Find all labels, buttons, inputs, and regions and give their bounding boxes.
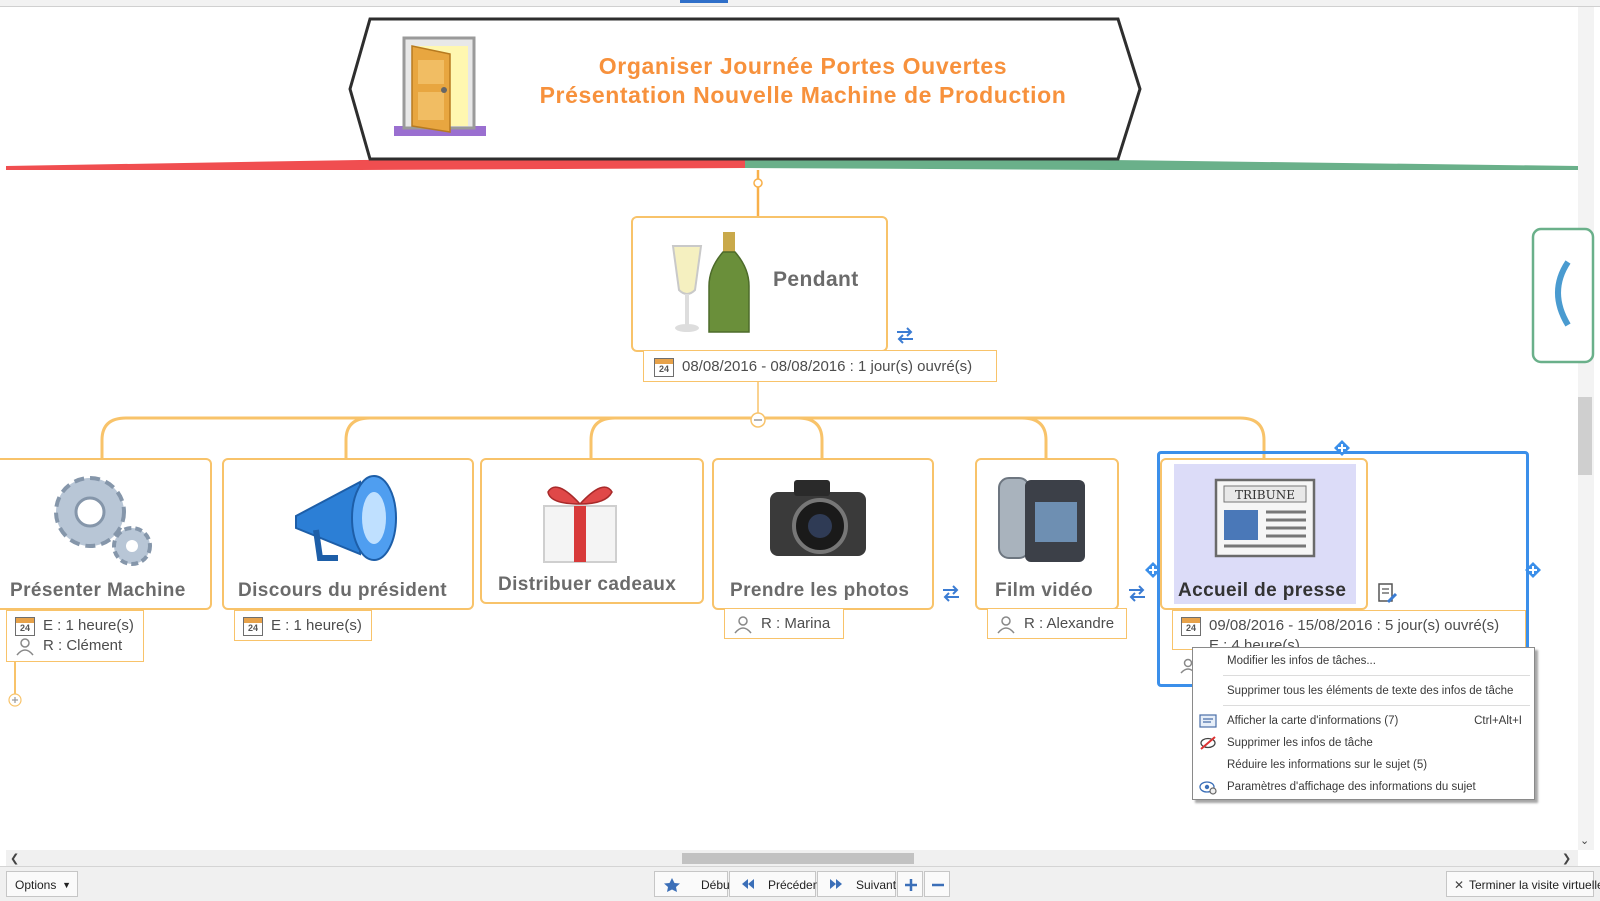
context-menu: Modifier les infos de tâches... Supprime…	[1192, 647, 1535, 800]
scroll-down-icon[interactable]: ⌄	[1580, 835, 1590, 847]
scroll-right-icon[interactable]: ❯	[1562, 853, 1572, 865]
task-resource: R : Clément	[43, 637, 123, 654]
window-top-edge	[0, 0, 1600, 7]
map-connectors	[6, 17, 1595, 707]
task-dates: 09/08/2016 - 15/08/2016 : 5 jour(s) ouvr…	[1209, 617, 1500, 634]
champagne-icon	[671, 232, 750, 333]
task-effort: E : 4 heure(s)	[1209, 637, 1300, 650]
door-icon	[390, 30, 490, 140]
minus-icon	[932, 883, 944, 887]
rewind-icon	[742, 879, 754, 889]
task-info-photos[interactable]: R : Marina	[724, 608, 844, 639]
person-icon	[734, 615, 752, 633]
add-topic-right-icon[interactable]	[1523, 560, 1543, 580]
task-effort: E : 1 heure(s)	[271, 617, 362, 634]
task-resource: R : Alexandre	[1024, 615, 1115, 632]
task-info-pendant[interactable]: 24 08/08/2016 - 08/08/2016 : 1 jour(s) o…	[643, 350, 997, 382]
vertical-scroll-thumb[interactable]	[1578, 397, 1592, 475]
title-line-1: Organiser Journée Portes Ouvertes	[598, 53, 1008, 79]
video-camera-icon	[998, 477, 1085, 562]
topic-label: Discours du président	[238, 580, 447, 601]
menu-item-modifier-infos[interactable]: Modifier les infos de tâches...	[1227, 655, 1376, 667]
options-dropdown[interactable]: Options ▼	[6, 871, 78, 897]
topic-distribuer-cadeaux[interactable]: Distribuer cadeaux	[480, 458, 704, 604]
next-button[interactable]: Suivant	[817, 871, 896, 897]
close-icon: ✕	[1454, 878, 1465, 892]
fast-forward-icon	[830, 879, 842, 889]
newspaper-icon: TRIBUNE	[1214, 478, 1316, 558]
task-info-presenter-machine[interactable]: 24 E : 1 heure(s) R : Clément	[6, 610, 144, 662]
topic-film-video[interactable]: Film vidéo	[975, 458, 1119, 610]
notes-icon[interactable]	[1376, 582, 1398, 604]
calendar-icon: 24	[654, 357, 674, 377]
menu-item-supprimer-texte[interactable]: Supprimer tous les éléments de texte des…	[1227, 685, 1514, 697]
previous-button[interactable]: Précédent	[729, 871, 823, 897]
display-settings-icon	[1199, 781, 1217, 795]
scroll-left-icon[interactable]: ❮	[10, 853, 20, 865]
star-icon	[664, 878, 680, 892]
task-effort: E : 1 heure(s)	[43, 617, 134, 634]
task-resource: R : Marina	[761, 615, 831, 632]
options-label: Options	[15, 878, 57, 892]
topic-presenter-machine[interactable]: Présenter Machine	[0, 458, 212, 610]
topic-label: Présenter Machine	[10, 580, 186, 601]
tour-toolbar: Options ▼ Début Précédent Suivant ✕ Term…	[0, 866, 1600, 901]
camera-icon	[770, 480, 866, 556]
menu-item-parametres[interactable]: Paramètres d'affichage des informations …	[1193, 777, 1534, 797]
relationship-icon[interactable]	[894, 326, 916, 344]
topic-discours-president[interactable]: Discours du président	[222, 458, 474, 610]
horizontal-scroll-thumb[interactable]	[682, 853, 914, 864]
calendar-icon: 24	[1181, 616, 1201, 636]
topic-accueil-presse[interactable]: TRIBUNE Accueil de presse	[1160, 458, 1368, 610]
menu-item-reduire[interactable]: Réduire les informations sur le sujet (5…	[1227, 759, 1428, 771]
topic-prendre-photos[interactable]: Prendre les photos	[712, 458, 934, 610]
person-icon	[997, 615, 1015, 633]
remove-info-icon	[1200, 736, 1216, 750]
gears-icon	[54, 476, 152, 566]
gift-icon	[543, 486, 617, 563]
zoom-in-button[interactable]	[897, 871, 923, 897]
add-topic-left-icon[interactable]	[1143, 560, 1163, 580]
task-dates: 08/08/2016 - 08/08/2016 : 1 jour(s) ouvr…	[682, 358, 973, 375]
map-title[interactable]: Organiser Journée Portes Ouvertes Présen…	[490, 52, 1116, 110]
start-button[interactable]: Début	[654, 871, 733, 897]
megaphone-icon	[295, 475, 397, 561]
add-topic-top-icon[interactable]	[1332, 438, 1352, 458]
plus-icon	[905, 879, 917, 891]
topic-label: Film vidéo	[995, 580, 1093, 601]
chevron-down-icon: ▼	[62, 880, 71, 890]
topic-label: Distribuer cadeaux	[498, 574, 677, 595]
person-icon	[16, 637, 34, 655]
relationship-icon[interactable]	[1126, 584, 1148, 602]
menu-item-supprimer-infos[interactable]: Supprimer les infos de tâche	[1193, 733, 1534, 753]
topic-label: Pendant	[773, 268, 859, 291]
topic-pendant[interactable]: Pendant	[631, 216, 888, 352]
relationship-icon[interactable]	[940, 584, 962, 602]
newspaper-masthead: TRIBUNE	[1235, 488, 1295, 502]
info-card-icon	[1199, 714, 1217, 728]
zoom-out-button[interactable]	[924, 871, 950, 897]
task-info-video[interactable]: R : Alexandre	[987, 608, 1127, 639]
task-info-presse[interactable]: 24 09/08/2016 - 15/08/2016 : 5 jour(s) ou…	[1172, 610, 1526, 650]
calendar-icon: 24	[15, 616, 35, 636]
title-line-2: Présentation Nouvelle Machine de Product…	[539, 82, 1067, 108]
calendar-icon: 24	[243, 616, 263, 636]
topic-label: Accueil de presse	[1178, 580, 1347, 601]
task-info-discours[interactable]: 24 E : 1 heure(s)	[234, 610, 372, 641]
end-tour-button[interactable]: ✕ Terminer la visite virtuelle	[1446, 871, 1600, 897]
menu-item-afficher-carte[interactable]: Afficher la carte d'informations (7)Ctrl…	[1193, 711, 1534, 731]
topic-label: Prendre les photos	[730, 580, 910, 601]
